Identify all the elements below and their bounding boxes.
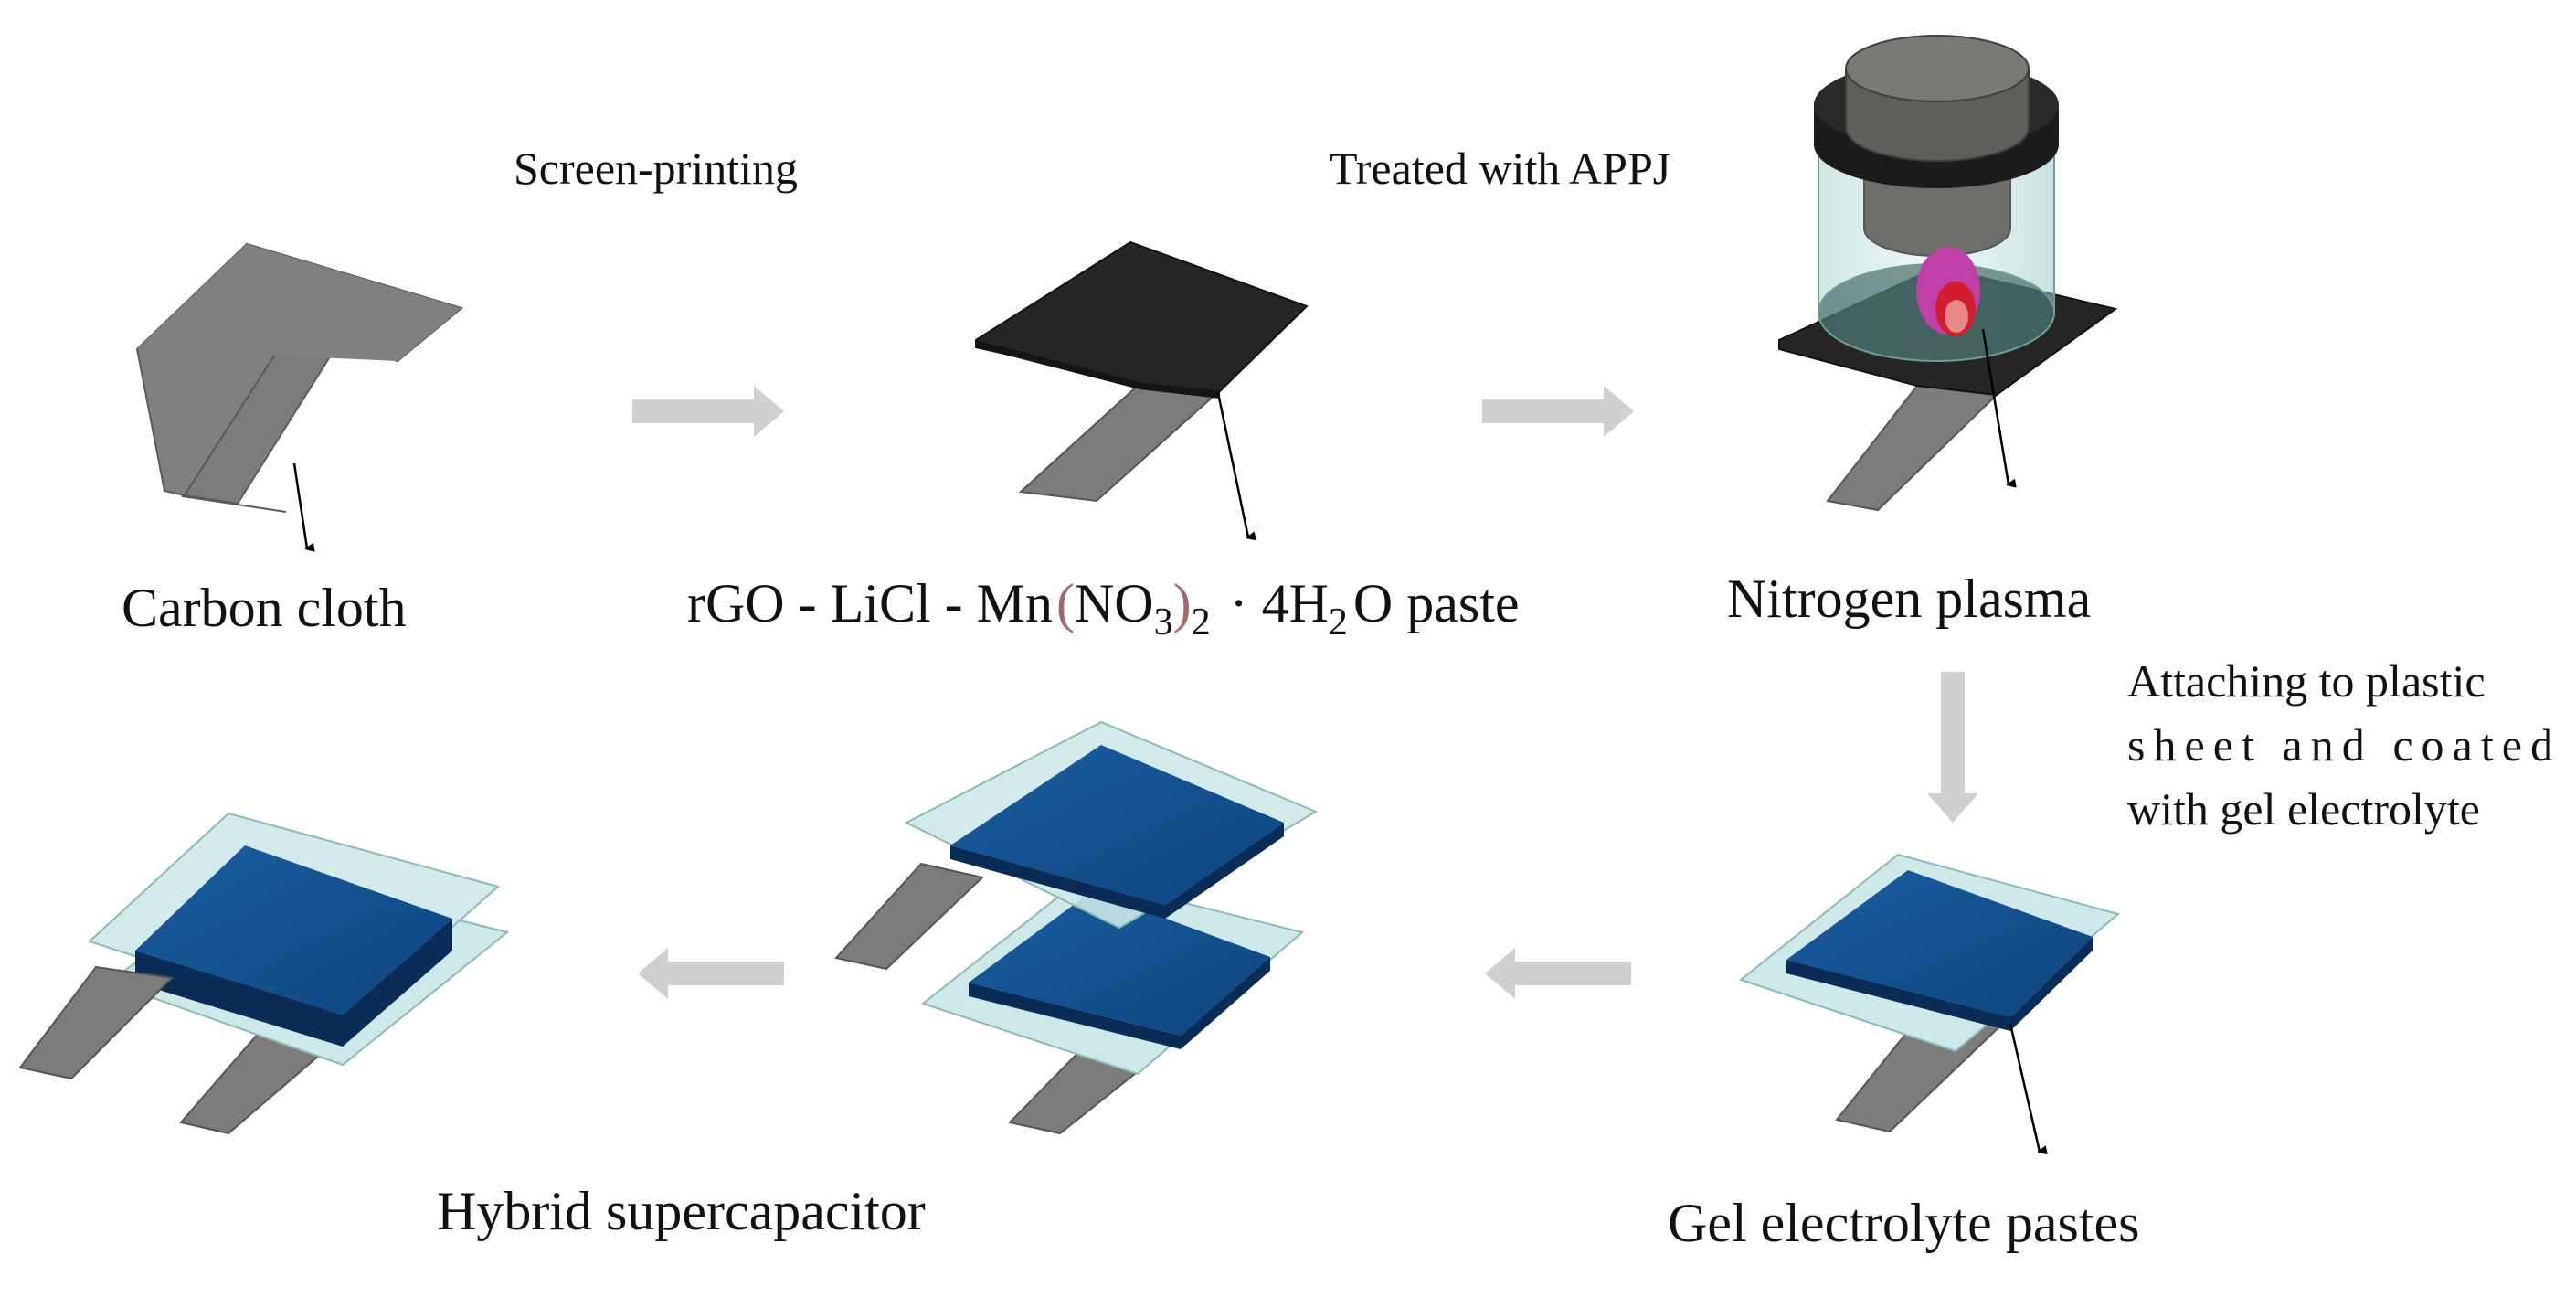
plasma-pointer	[1981, 328, 2009, 484]
paste-close-paren: )	[1173, 573, 1192, 633]
bottom-blue-top	[969, 891, 1270, 1036]
paste-sub-h2: 2	[1329, 601, 1348, 643]
plasma-plume-inner	[1945, 300, 1968, 333]
gel-blue-top	[1786, 870, 2093, 1017]
paste-pointer	[1216, 392, 1248, 537]
bottom-blue-side	[969, 957, 1270, 1049]
gel-electrolyte-electrode	[1738, 853, 2121, 1133]
gel-blue-side	[1786, 937, 2093, 1031]
step-screen-printing: Screen-printing	[514, 143, 798, 194]
carbon-cloth-fill	[137, 244, 461, 361]
rgo-coating-edge	[976, 340, 1220, 399]
label-carbon-cloth: Carbon cloth	[122, 578, 407, 638]
carbon-cloth-pointer	[292, 462, 307, 548]
paste-part-a: rGO - LiCl - Mn	[687, 573, 1053, 633]
process-arrow-down	[1927, 672, 1978, 823]
plasma-tab	[1826, 384, 1999, 512]
hybrid-blue-top	[135, 845, 452, 1015]
top-blue-top	[950, 745, 1284, 905]
gel-pointer	[2009, 1023, 2040, 1152]
paste-open-paren: (	[1056, 573, 1075, 633]
process-arrow-1	[632, 386, 784, 437]
paste-part-c: O paste	[1353, 573, 1520, 633]
paste-part-b: · 4H	[1216, 573, 1329, 633]
label-hybrid-supercapacitor: Hybrid supercapacitor	[437, 1181, 926, 1241]
appj-cap-top	[1845, 35, 2030, 102]
rgo-coating	[975, 240, 1309, 393]
carbon-cloth-electrode	[135, 242, 464, 513]
step-attaching-line3: with gel electrolyte	[2127, 783, 2480, 835]
paste-sub-2: 2	[1192, 601, 1211, 643]
step-attaching-line1: Attaching to plastic	[2127, 655, 2486, 707]
top-blue-side	[950, 823, 1284, 919]
process-arrow-left-1	[1485, 948, 1631, 999]
hybrid-blue-side	[135, 919, 452, 1047]
paste-no: NO	[1075, 573, 1154, 633]
label-nitrogen-plasma: Nitrogen plasma	[1727, 569, 2091, 629]
process-arrow-2	[1482, 386, 1634, 437]
top-tab	[834, 862, 985, 971]
paste-sub-3: 3	[1154, 601, 1173, 643]
step-treated-appj: Treated with APPJ	[1330, 143, 1670, 194]
coated-tab	[1018, 382, 1223, 503]
hybrid-supercapacitor	[18, 812, 510, 1135]
coated-electrode	[975, 240, 1309, 503]
process-arrow-left-2	[638, 948, 784, 999]
hybrid-tab-top	[18, 965, 175, 1080]
separated-electrodes	[834, 720, 1319, 1135]
plasma-treatment	[1778, 35, 2118, 512]
label-gel-electrolyte: Gel electrolyte pastes	[1668, 1193, 2139, 1253]
step-attaching-line2: sheet and coated	[2127, 719, 2553, 771]
